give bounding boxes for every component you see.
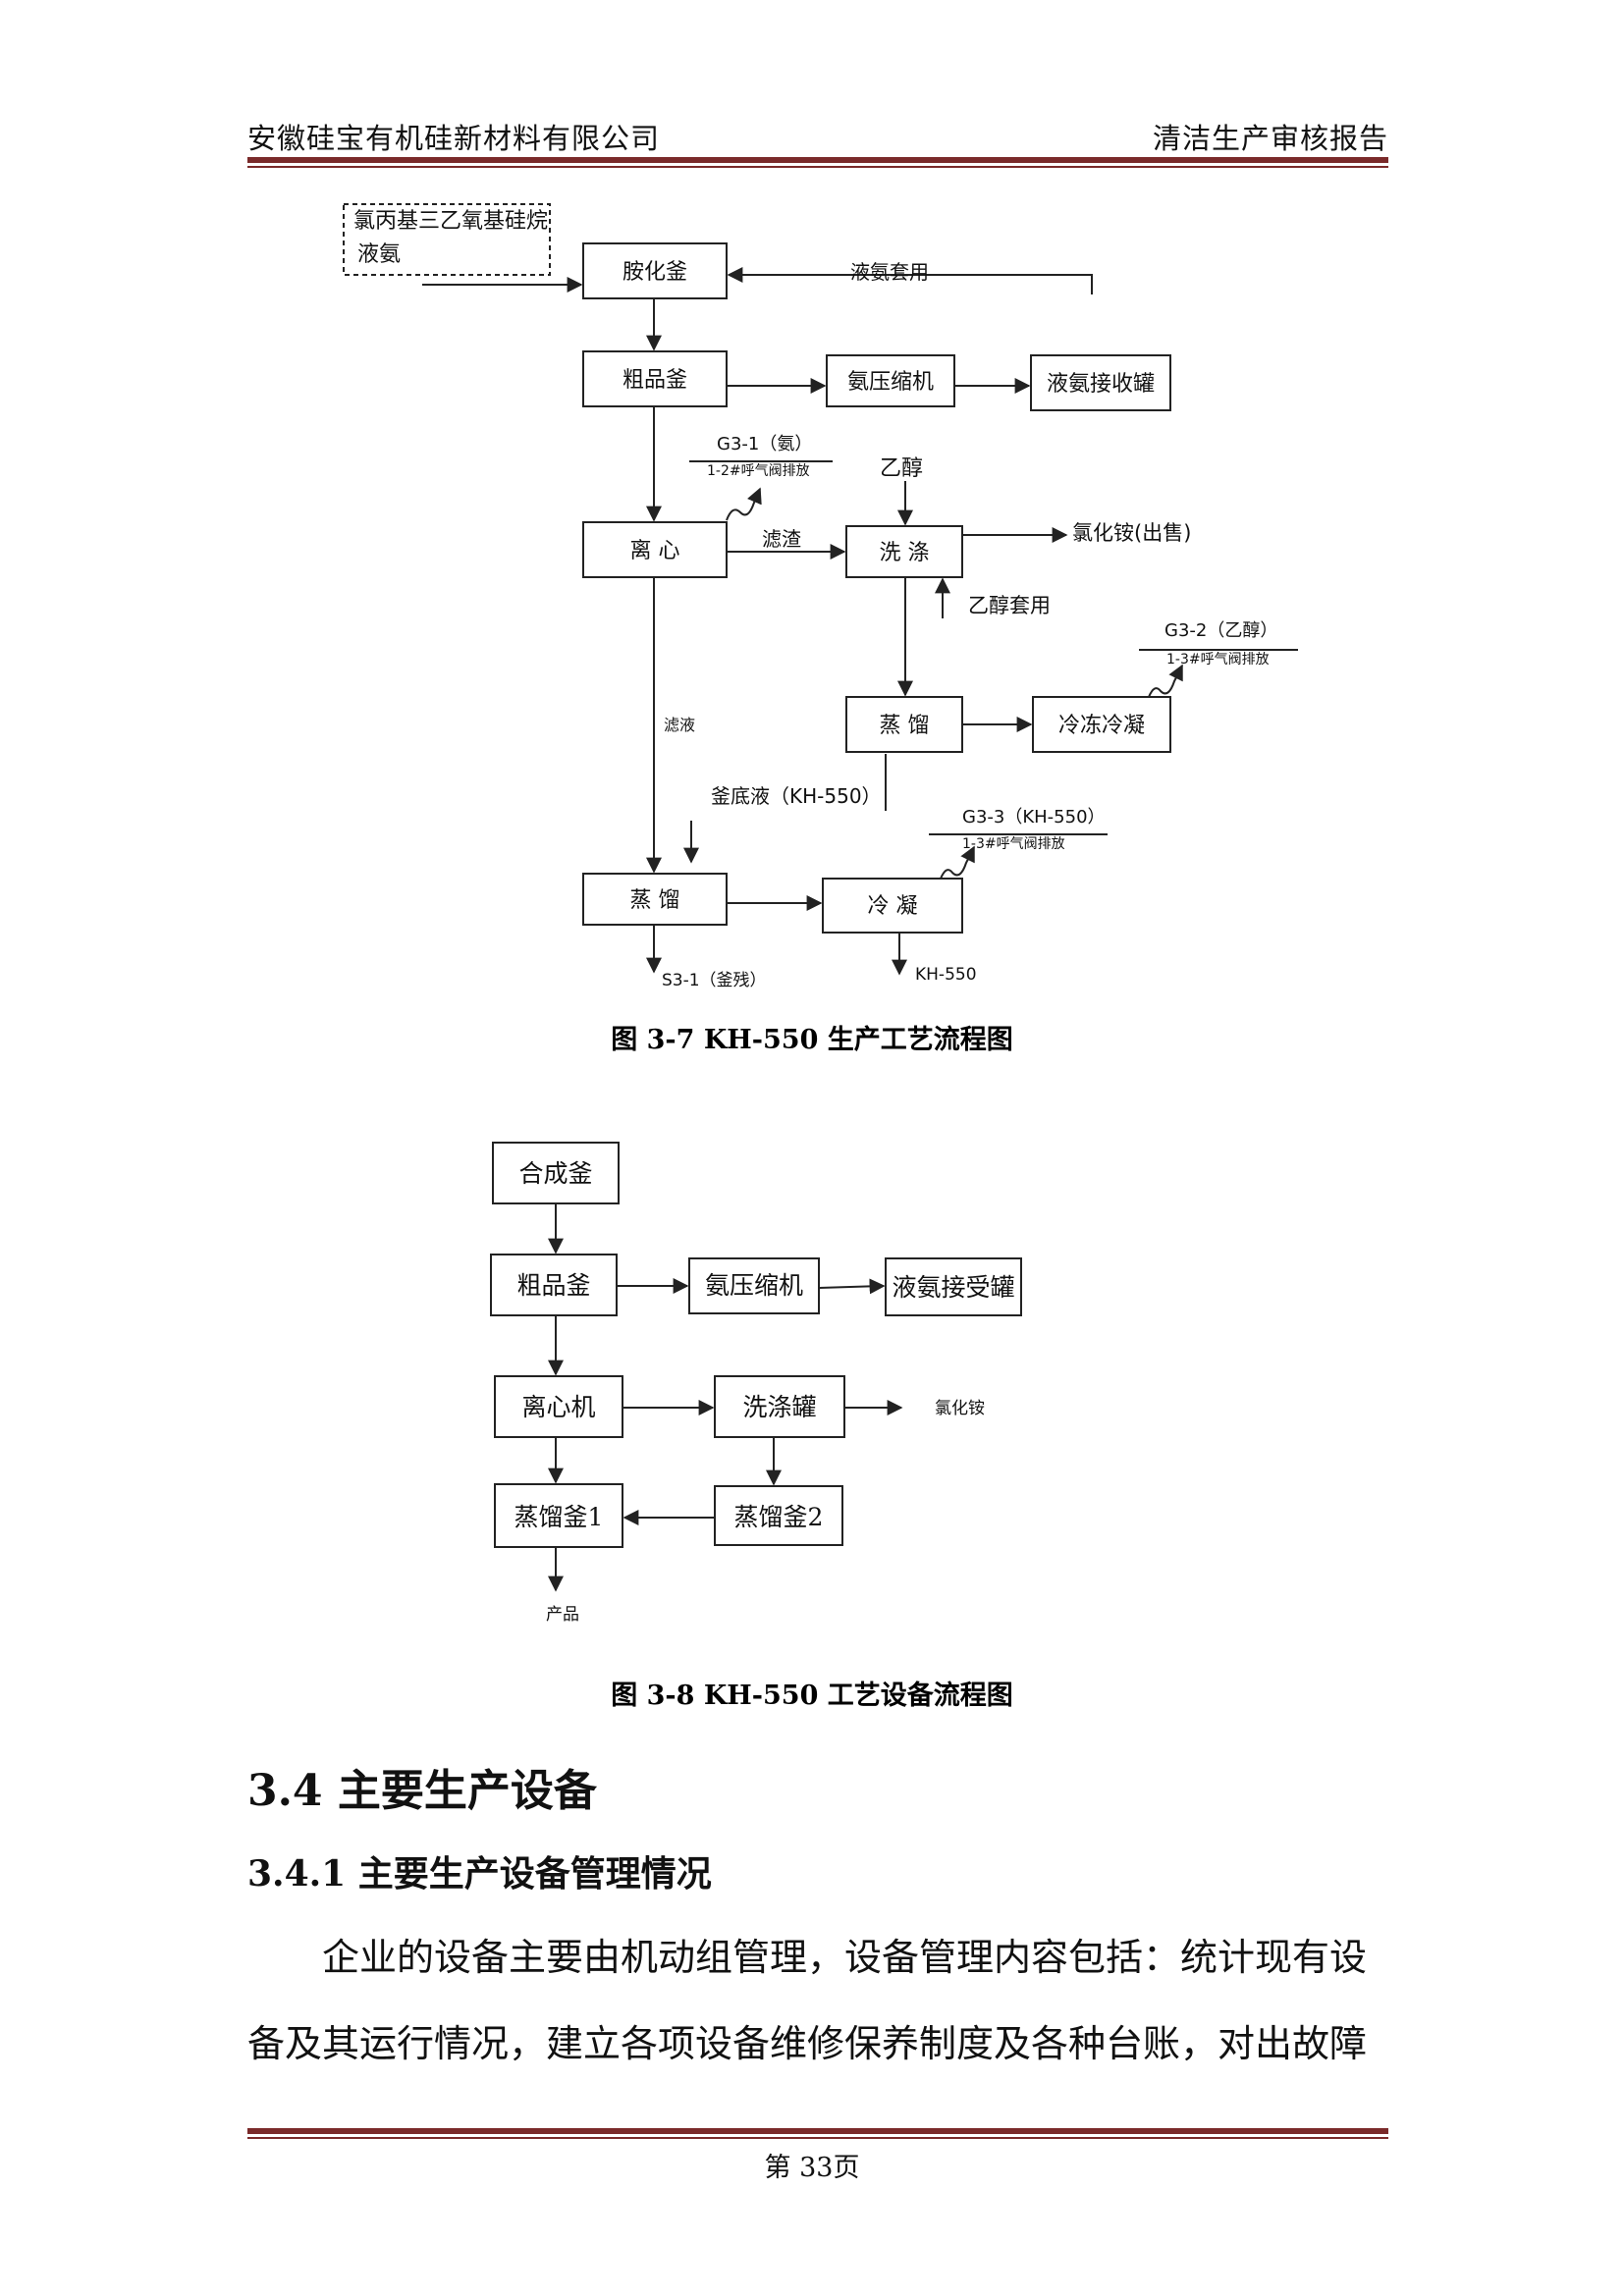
ammonium-chloride-label: 氯化铵 <box>935 1399 985 1418</box>
paragraph-line-2: 备及其运行情况，建立各项设备维修保养制度及各种台账，对出故障 <box>247 2022 1368 2065</box>
product-label: 产品 <box>546 1605 579 1625</box>
section-heading: 3.4 主要生产设备 <box>247 1766 597 1816</box>
page-number: 第 33页 <box>764 2153 860 2183</box>
synthesis-label: 合成釜 <box>518 1159 592 1188</box>
g32-label: G3-2（乙醇） <box>1164 620 1277 641</box>
ethanol-label: 乙醇 <box>880 456 923 481</box>
receiver-label: 液氨接受罐 <box>892 1273 1014 1302</box>
distill-b-label: 蒸 馏 <box>630 888 680 913</box>
equipment-flow-diagram: 合成釜 粗品釜 氨压缩机 液氨接受罐 离心机 洗涤罐 蒸馏釜1 蒸馏釜2 氯化铵… <box>490 1142 1022 1711</box>
figure-3-8-caption: 图 3-8 KH-550 工艺设备流程图 <box>611 1681 1013 1711</box>
condense-label: 冷 凝 <box>868 894 918 919</box>
header-rule <box>247 157 1388 163</box>
header-company: 安徽硅宝有机硅新材料有限公司 <box>247 122 661 155</box>
still2-box <box>714 1485 843 1546</box>
process-flow-diagram: 氯丙基三乙氧基硅烷 液氨 胺化釜 粗品釜 氨压缩机 液氨接收罐 离 心 洗 涤 … <box>343 203 1298 1055</box>
centrifuge-label-2: 离心机 <box>521 1393 595 1421</box>
paragraph-line-1: 企业的设备主要由机动组管理，设备管理内容包括：统计现有设 <box>322 1936 1368 1979</box>
subsection-heading: 3.4.1 主要生产设备管理情况 <box>247 1853 712 1895</box>
g31-label: G3-1（氨） <box>717 434 812 454</box>
still1-label: 蒸馏釜1 <box>514 1503 604 1531</box>
vent-c-label: 1-3#呼气阀排放 <box>962 836 1065 852</box>
liquid-ammonia-tank-label: 液氨接收罐 <box>1047 372 1155 397</box>
figure-3-7-caption: 图 3-7 KH-550 生产工艺流程图 <box>611 1025 1013 1055</box>
crude-label: 粗品釜 <box>623 368 687 393</box>
product-kh550-label: KH-550 <box>915 965 977 985</box>
amination-label: 胺化釜 <box>623 260 687 285</box>
filter-residue-label: 滤渣 <box>762 527 801 551</box>
freeze-condense-label: 冷冻冷凝 <box>1058 714 1145 738</box>
input-material-1: 氯丙基三乙氧基硅烷 <box>353 209 548 234</box>
vent-a-label: 1-2#呼气阀排放 <box>707 463 810 479</box>
wash-tank-label: 洗涤罐 <box>742 1393 816 1421</box>
crude-label-2: 粗品釜 <box>516 1271 590 1300</box>
filtrate-label: 滤液 <box>664 716 695 734</box>
footer-rule <box>247 2128 1388 2134</box>
liquid-ammonia-tank-box <box>1030 354 1171 411</box>
ammonia-reuse-label: 液氨套用 <box>850 260 929 284</box>
header-report-title: 清洁生产审核报告 <box>1152 122 1388 155</box>
g33-label: G3-3（KH-550） <box>962 807 1106 828</box>
still2-label: 蒸馏釜2 <box>734 1503 824 1531</box>
input-materials-box <box>343 203 551 276</box>
compressor-label: 氨压缩机 <box>705 1271 803 1300</box>
distill-a-label: 蒸 馏 <box>880 714 930 738</box>
washing-label: 洗 涤 <box>880 541 930 565</box>
ethanol-reuse-label: 乙醇套用 <box>968 594 1051 617</box>
freeze-condense-box <box>1032 696 1171 753</box>
vent-b-label: 1-3#呼气阀排放 <box>1166 652 1270 667</box>
ammonia-compressor-box <box>826 354 955 407</box>
bottoms-label: 釜底液（KH-550） <box>711 784 882 808</box>
centrifuge-label: 离 心 <box>630 539 680 563</box>
still1-box <box>494 1483 623 1548</box>
s31-label: S3-1（釜残） <box>662 971 767 990</box>
footer-rule-thin <box>247 2137 1388 2139</box>
ammonium-chloride-sale-label: 氯化铵(出售) <box>1072 521 1191 545</box>
condense-box <box>822 878 963 934</box>
receiver-box <box>885 1257 1022 1316</box>
compressor-box <box>688 1257 820 1314</box>
ammonia-compressor-label: 氨压缩机 <box>847 370 934 395</box>
input-material-2: 液氨 <box>357 242 401 267</box>
header-rule-thin <box>247 166 1388 168</box>
